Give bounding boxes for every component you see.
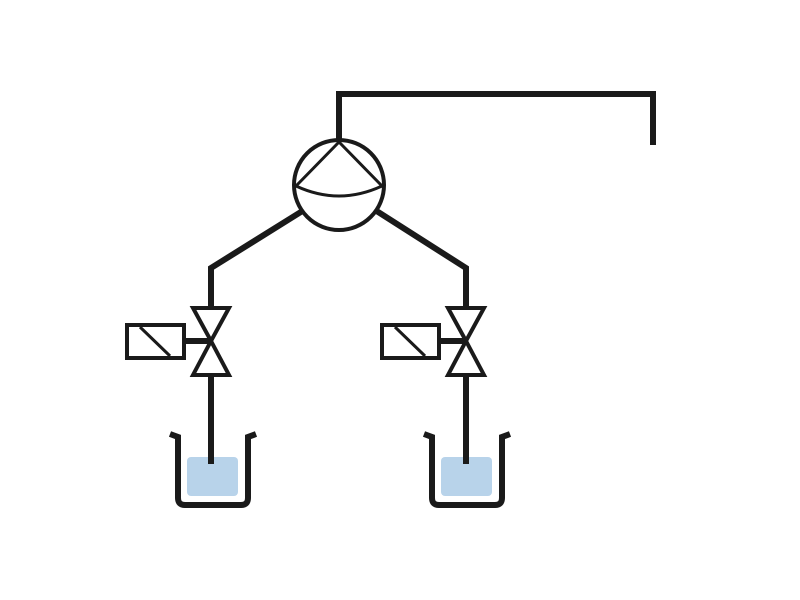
left-beaker-liquid	[187, 457, 238, 496]
valve-upper-triangle	[444, 306, 488, 346]
valve-upper-triangle	[189, 306, 233, 346]
left-beaker-icon	[168, 431, 258, 508]
left-branch-pipe	[208, 207, 306, 308]
right-solenoid-valve-icon	[380, 306, 488, 377]
outlet-pipe	[336, 91, 656, 145]
solenoid-diagonal	[393, 325, 427, 358]
right-beaker-liquid	[441, 457, 492, 496]
valve-lower-triangle	[444, 336, 488, 377]
right-branch-pipe	[373, 207, 469, 308]
solenoid-diagonal	[138, 325, 172, 358]
left-solenoid-valve-icon	[125, 306, 233, 377]
solenoid-actuator	[125, 323, 186, 360]
valve-lower-triangle	[189, 336, 233, 377]
pump-symbol-icon	[292, 138, 386, 232]
right-beaker-icon	[422, 431, 512, 508]
